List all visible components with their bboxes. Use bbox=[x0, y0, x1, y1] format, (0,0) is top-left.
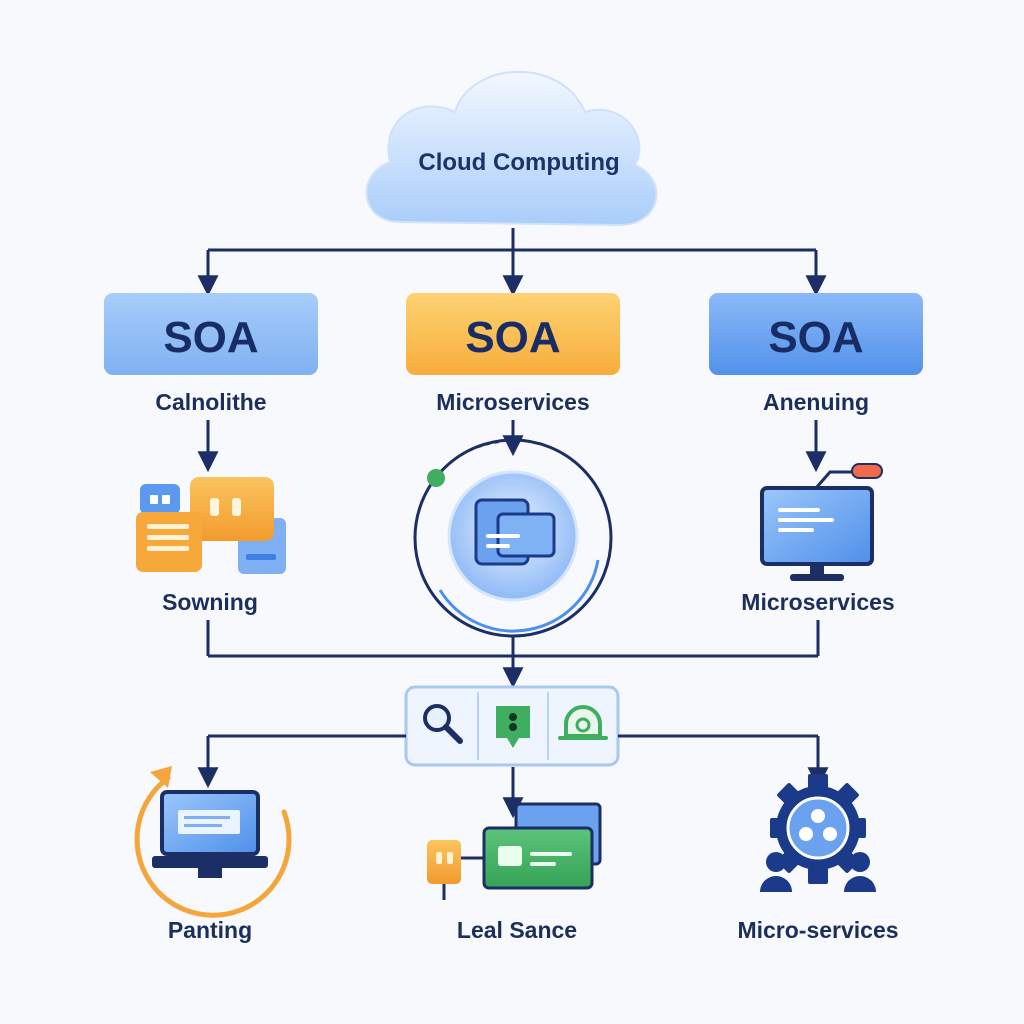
cloud-shape bbox=[365, 70, 658, 227]
search-icon[interactable] bbox=[412, 692, 474, 760]
card-stack-icon bbox=[427, 802, 602, 900]
refresh-monitor-icon bbox=[134, 766, 292, 918]
box-label: Microservices bbox=[436, 389, 589, 415]
gear-people-icon bbox=[760, 774, 876, 892]
box-title: SOA bbox=[163, 313, 258, 362]
top-box-left: SOA Calnolithe bbox=[104, 293, 318, 415]
top-box-right: SOA Anenuing bbox=[709, 293, 923, 415]
box-shape bbox=[709, 293, 923, 375]
cloud-connectors bbox=[197, 228, 827, 297]
bottom-label-left: Panting bbox=[168, 917, 252, 943]
toolbar bbox=[404, 685, 620, 767]
app-tiles-icon bbox=[136, 477, 286, 574]
top-box-center: SOA Microservices bbox=[406, 293, 620, 415]
box-shape bbox=[104, 293, 318, 375]
window-orbit-icon bbox=[413, 438, 613, 638]
box-shape bbox=[406, 293, 620, 375]
monitor-icon bbox=[760, 463, 883, 581]
location-pin-icon[interactable] bbox=[482, 692, 544, 760]
box-label: Calnolithe bbox=[155, 389, 266, 415]
middle-label-right: Microservices bbox=[741, 589, 894, 615]
cloud-title: Cloud Computing bbox=[418, 149, 619, 176]
box-title: SOA bbox=[768, 313, 863, 362]
middle-connectors bbox=[197, 420, 827, 473]
box-label: Anenuing bbox=[763, 389, 869, 415]
bottom-label-center: Leal Sance bbox=[457, 917, 577, 943]
middle-label-left: Sowning bbox=[162, 589, 258, 615]
box-title: SOA bbox=[465, 313, 560, 362]
cloud-node: Cloud Computing bbox=[365, 70, 658, 227]
lower-connectors bbox=[206, 620, 820, 689]
alarm-bell-icon[interactable] bbox=[552, 692, 614, 760]
bottom-label-right: Micro-services bbox=[737, 917, 898, 943]
